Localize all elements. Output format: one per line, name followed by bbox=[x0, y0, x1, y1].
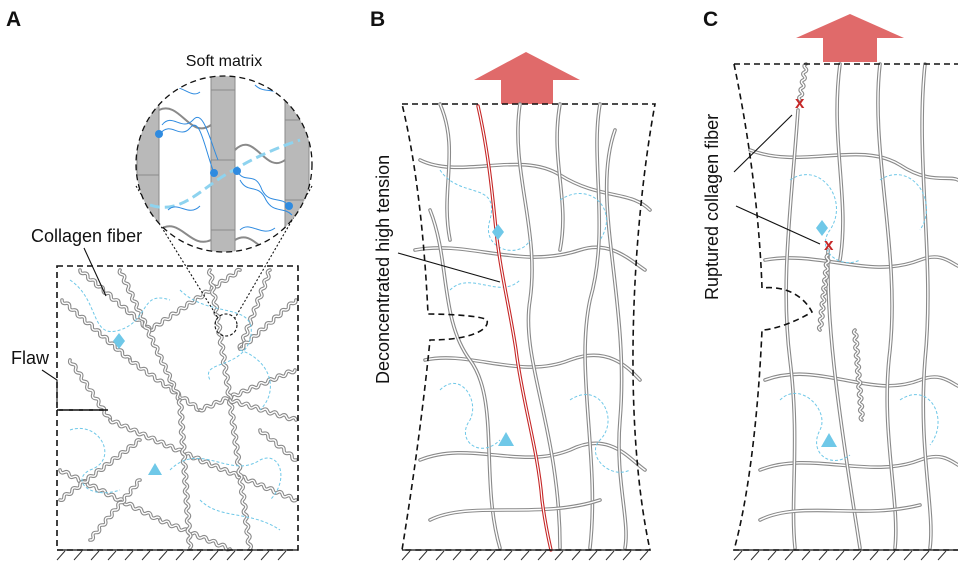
rupture-x-mark-icon: x bbox=[795, 93, 805, 112]
ruptured-collagen-fiber-label: Ruptured collagen fiber bbox=[702, 114, 722, 300]
crosslinker-icon bbox=[821, 433, 837, 447]
panel-a-letter: A bbox=[6, 8, 21, 31]
crosslinker-icon bbox=[498, 432, 514, 446]
zoom-marker bbox=[214, 313, 238, 337]
crosslinker-icon bbox=[148, 463, 162, 475]
panel-c-matrix bbox=[779, 174, 939, 461]
panel-a-matrix bbox=[69, 279, 282, 531]
rupture-leader-2 bbox=[735, 205, 821, 245]
panel-b-clamp bbox=[401, 549, 650, 561]
panel-a: A bbox=[6, 8, 313, 561]
flaw-label: Flaw bbox=[11, 348, 50, 368]
collagen-fiber-leader bbox=[83, 247, 107, 297]
panel-b-letter: B bbox=[370, 8, 385, 31]
tension-leader bbox=[397, 252, 501, 283]
panel-b-matrix bbox=[439, 169, 631, 473]
load-up-arrow-icon bbox=[474, 52, 580, 104]
panel-c: C x x Ruptured collagen fiber bbox=[702, 8, 958, 561]
panel-a-fibers bbox=[58, 267, 298, 552]
panel-c-fibers bbox=[748, 62, 958, 550]
crosslinker-icon bbox=[816, 220, 828, 236]
panel-a-sample-outline bbox=[56, 265, 299, 551]
panel-c-sample-outline bbox=[732, 63, 958, 551]
panel-c-clamp bbox=[733, 549, 958, 561]
panel-b-fibers bbox=[413, 102, 652, 550]
panel-b-sample-outline bbox=[400, 103, 656, 551]
panel-c-letter: C bbox=[703, 8, 718, 31]
panel-b: B Deconcentrated high tension bbox=[370, 8, 656, 561]
crosslinker-icon bbox=[113, 333, 125, 349]
collagen-fiber-label: Collagen fiber bbox=[31, 226, 142, 246]
deconcentrated-high-tension-label: Deconcentrated high tension bbox=[373, 155, 393, 384]
soft-matrix-inset bbox=[135, 75, 313, 253]
high-tension-fiber-core bbox=[477, 105, 552, 551]
load-up-arrow-icon bbox=[796, 14, 904, 62]
rupture-leader-1 bbox=[733, 114, 793, 173]
soft-matrix-label: Soft matrix bbox=[186, 53, 262, 70]
flaw-leader bbox=[41, 369, 58, 405]
panel-a-clamp bbox=[56, 549, 298, 561]
crosslinker-icon bbox=[492, 224, 504, 240]
rupture-x-mark-icon: x bbox=[824, 235, 834, 254]
